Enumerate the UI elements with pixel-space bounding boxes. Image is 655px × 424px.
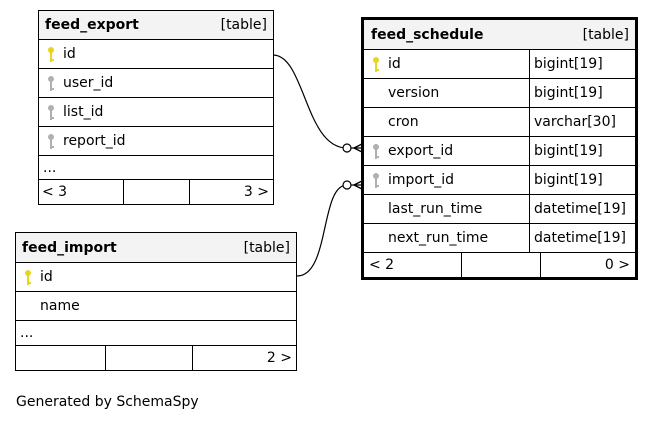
table-kind: [table] (582, 26, 629, 43)
table-kind: [table] (220, 17, 267, 33)
parent-count-link[interactable] (16, 346, 105, 370)
relationship-import-crowfoot (353, 180, 363, 190)
foreign-key-icon (39, 69, 63, 97)
foreign-key-icon (39, 98, 63, 126)
primary-key-icon (16, 263, 40, 291)
foreign-key-icon (364, 166, 388, 194)
key-placeholder (364, 108, 388, 136)
column-name: id (388, 56, 401, 72)
column-type: varchar[30] (529, 108, 635, 136)
relationship-export-line (272, 54, 361, 149)
footer-spacer (123, 180, 189, 204)
column-type: datetime[19] (529, 195, 635, 223)
parent-count-link[interactable]: < 2 (369, 257, 395, 273)
column-row[interactable]: id (39, 40, 273, 69)
table-header: feed_import [table] (16, 233, 296, 263)
table-footer: < 3 3 > (39, 180, 273, 204)
column-name: report_id (63, 133, 126, 149)
column-row[interactable]: id (16, 263, 296, 292)
column-type: datetime[19] (529, 224, 635, 252)
generated-by-note: Generated by SchemaSpy (16, 394, 199, 410)
table-feed-import[interactable]: feed_import [table] id name ... 2 > (15, 232, 297, 371)
column-row[interactable]: next_run_time datetime[19] (364, 224, 635, 253)
table-footer: < 2 0 > (364, 253, 635, 277)
key-placeholder (364, 195, 388, 223)
relationship-import-line (296, 184, 361, 277)
column-type: bigint[19] (529, 137, 635, 165)
column-type: bigint[19] (529, 166, 635, 194)
relationship-export-crowfoot (353, 143, 363, 153)
column-name: export_id (388, 143, 454, 159)
more-columns[interactable]: ... (39, 156, 273, 180)
column-type: bigint[19] (529, 50, 635, 78)
primary-key-icon (364, 50, 388, 78)
column-row[interactable]: list_id (39, 98, 273, 127)
child-count-link[interactable]: 3 > (189, 180, 273, 204)
column-row[interactable]: import_id bigint[19] (364, 166, 635, 195)
key-placeholder (364, 224, 388, 252)
key-placeholder (364, 79, 388, 107)
column-row[interactable]: report_id (39, 127, 273, 156)
table-header: feed_export [table] (39, 11, 273, 40)
column-name: version (388, 85, 440, 101)
column-name: last_run_time (388, 201, 483, 217)
parent-count-link[interactable]: < 3 (42, 184, 68, 200)
column-type: bigint[19] (529, 79, 635, 107)
child-count-link[interactable]: 2 > (192, 346, 296, 370)
table-feed-schedule[interactable]: feed_schedule [table] id bigint[19] vers… (361, 17, 638, 280)
foreign-key-icon (39, 127, 63, 155)
column-row[interactable]: id bigint[19] (364, 50, 635, 79)
column-name: user_id (63, 75, 114, 91)
table-name: feed_schedule (371, 26, 484, 43)
table-kind: [table] (243, 239, 290, 256)
primary-key-icon (39, 40, 63, 68)
table-name: feed_import (22, 239, 117, 256)
table-feed-export[interactable]: feed_export [table] id user_id list_id r… (38, 10, 274, 205)
column-row[interactable]: last_run_time datetime[19] (364, 195, 635, 224)
column-name: id (40, 269, 53, 285)
column-name: cron (388, 114, 419, 130)
column-row[interactable]: name (16, 292, 296, 321)
column-row[interactable]: export_id bigint[19] (364, 137, 635, 166)
column-name: id (63, 46, 76, 62)
footer-spacer (461, 253, 540, 277)
relationship-export-zero-marker (342, 143, 352, 153)
column-name: import_id (388, 172, 455, 188)
table-header: feed_schedule [table] (364, 20, 635, 50)
foreign-key-icon (364, 137, 388, 165)
key-placeholder (16, 292, 40, 320)
column-row[interactable]: version bigint[19] (364, 79, 635, 108)
table-footer: 2 > (16, 346, 296, 370)
relationship-import-zero-marker (342, 180, 352, 190)
column-name: list_id (63, 104, 104, 120)
footer-spacer (105, 346, 192, 370)
child-count-link[interactable]: 0 > (540, 253, 635, 277)
column-row[interactable]: cron varchar[30] (364, 108, 635, 137)
more-columns[interactable]: ... (16, 321, 296, 346)
table-name: feed_export (45, 17, 139, 33)
column-name: name (40, 298, 80, 314)
column-name: next_run_time (388, 230, 489, 246)
column-row[interactable]: user_id (39, 69, 273, 98)
